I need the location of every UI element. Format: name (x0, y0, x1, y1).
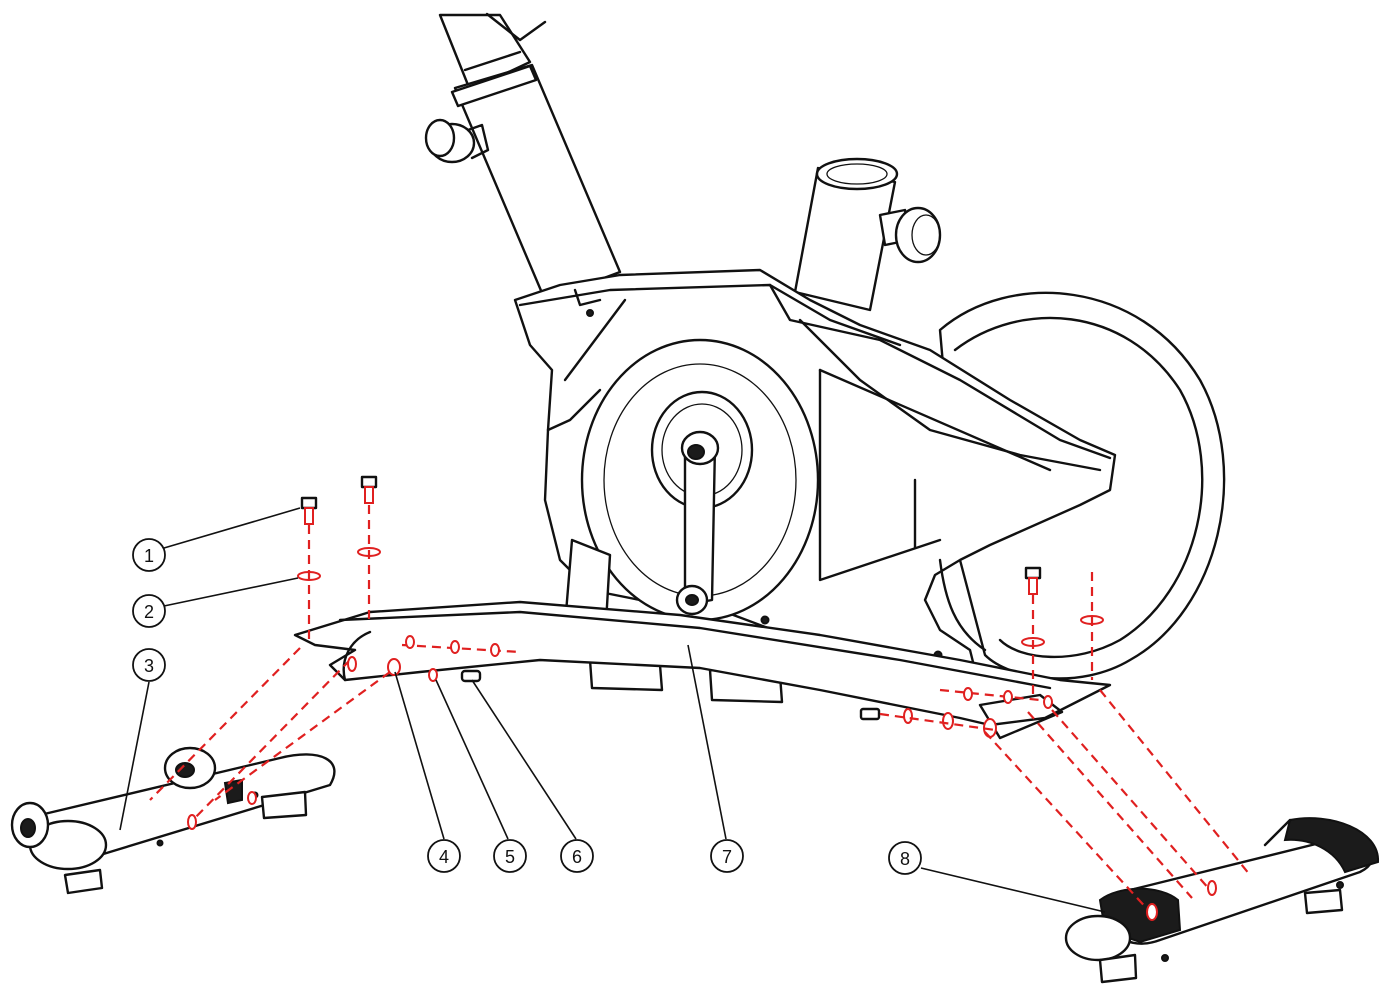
rear-side-washer-1 (903, 708, 913, 724)
svg-text:3: 3 (144, 656, 154, 676)
svg-text:7: 7 (722, 847, 732, 867)
callout-2: 2 (132, 594, 166, 628)
front-stabilizer (10, 746, 336, 895)
handlebar-post-socket (793, 157, 899, 312)
rear-stabilizer (1064, 817, 1380, 984)
crank-arm (675, 430, 720, 616)
callout-4: 4 (427, 839, 461, 873)
rear-side-washer-2 (942, 712, 954, 730)
callout-6: 6 (560, 839, 594, 873)
callout-1: 1 (132, 538, 166, 572)
rear-bolt-left (1024, 566, 1042, 595)
handlebar-knob (878, 206, 942, 264)
svg-text:4: 4 (439, 847, 449, 867)
base-beam (293, 600, 1112, 740)
rear-side-bolt (859, 707, 881, 721)
callout-7: 7 (710, 839, 744, 873)
svg-text:2: 2 (144, 602, 154, 622)
svg-text:6: 6 (572, 847, 582, 867)
svg-text:5: 5 (505, 847, 515, 867)
assembly-guide-lines (149, 505, 1251, 921)
callout-8: 8 (888, 841, 922, 875)
callout-5: 5 (493, 839, 527, 873)
svg-text:1: 1 (144, 546, 154, 566)
seat-post (438, 12, 622, 302)
svg-text:8: 8 (900, 849, 910, 869)
front-washer-4 (428, 668, 438, 682)
callouts: 1 2 3 4 5 6 7 8 (119, 507, 1106, 913)
callout-3: 3 (132, 648, 166, 682)
front-cap-nut (460, 669, 482, 683)
front-washer-3 (387, 658, 401, 676)
front-bolt-left (300, 496, 318, 525)
front-bolt-right (360, 475, 378, 504)
seat-post-knob (424, 118, 490, 164)
